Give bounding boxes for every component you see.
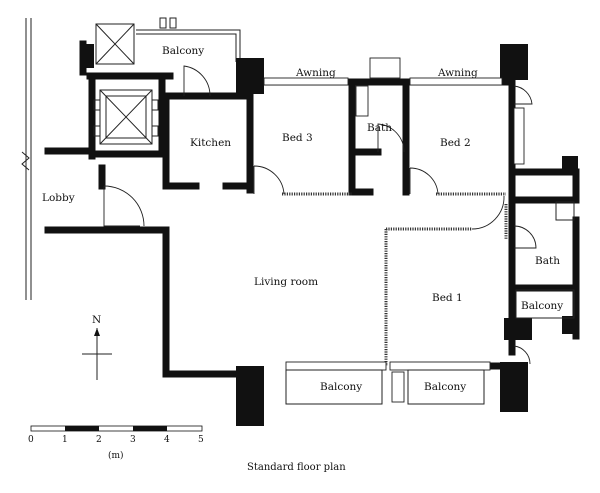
north-label: N [92,314,101,326]
room-balcony-right: Balcony [521,300,563,312]
room-balcony-bottom-left: Balcony [320,381,362,393]
scale-unit: (m) [108,450,124,461]
elevator-shaft-top [95,17,177,65]
balcony-top-outline [136,29,241,62]
room-awning-right: Awning [437,67,478,79]
room-balcony-top: Balcony [162,45,204,57]
room-bed1: Bed 1 [432,292,463,304]
room-lobby: Lobby [42,192,75,204]
north-arrow: N [82,314,112,380]
scale-tick-1: 1 [62,435,68,445]
room-living-room: Living room [254,276,318,288]
room-bed2: Bed 2 [440,137,471,149]
elevator-cab [93,89,159,145]
room-kitchen: Kitchen [190,137,231,149]
room-labels: Balcony Awning Awning Kitchen Bed 3 Bath… [42,45,563,393]
scale-tick-2: 2 [96,435,102,445]
scale-tick-0: 0 [28,435,34,445]
partitions [282,192,508,366]
room-bath-top: Bath [367,122,392,134]
lobby-boundary [21,18,32,300]
scale-tick-3: 3 [130,435,136,445]
scale-tick-5: 5 [198,435,204,445]
scale-bar: 0 1 2 3 4 5 (m) [28,425,204,461]
room-awning-left: Awning [295,67,336,79]
windows [263,57,575,405]
scale-tick-4: 4 [164,435,170,445]
room-balcony-bottom-right: Balcony [424,381,466,393]
room-bed3: Bed 3 [282,132,313,144]
caption: Standard floor plan [247,462,346,473]
room-bath-right: Bath [535,255,560,267]
walls [44,40,580,426]
doors [103,65,537,365]
